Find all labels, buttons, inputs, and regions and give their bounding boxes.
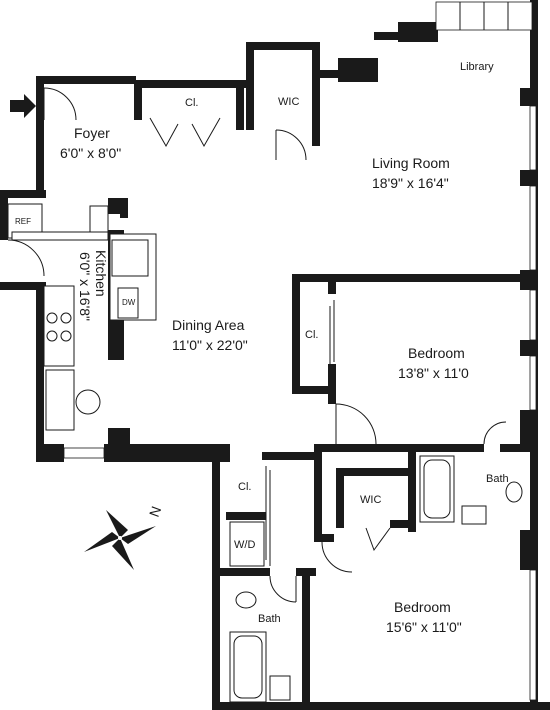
bath-fixtures: [229, 455, 523, 703]
living-room-dims: 18'9" x 16'4": [372, 175, 449, 191]
closet-bedroom1-label: Cl.: [305, 329, 318, 341]
foyer-dims: 6'0" x 8'0": [60, 145, 121, 161]
dining-area-dims: 11'0" x 22'0": [172, 337, 248, 353]
entry-arrow-icon: [10, 94, 36, 118]
bath2-name: Bath: [258, 613, 281, 625]
compass-icon: [84, 510, 156, 570]
wd-label: W/D: [234, 539, 255, 551]
wic-living-label: WIC: [278, 96, 299, 108]
bedroom1-name: Bedroom: [408, 345, 465, 361]
bedroom1-dims: 13'8" x 11'0: [398, 365, 469, 381]
closet-foyer-label: Cl.: [185, 97, 198, 109]
kitchen-dims: 6'0" x 16'8": [77, 252, 93, 321]
kitchen-name: Kitchen: [93, 250, 109, 297]
bath1-name: Bath: [486, 473, 509, 485]
wic-bedroom-label: WIC: [360, 494, 381, 506]
dining-area-name: Dining Area: [172, 317, 245, 333]
dw-label: DW: [122, 298, 136, 307]
library-name: Library: [460, 61, 494, 73]
living-room-name: Living Room: [372, 155, 450, 171]
ref-label: REF: [15, 217, 31, 226]
north-label: N: [146, 504, 164, 519]
doors: [7, 87, 507, 603]
bedroom2-name: Bedroom: [394, 599, 451, 615]
foyer-name: Foyer: [74, 125, 110, 141]
windows: [63, 1, 537, 701]
kitchen-fixtures: [7, 203, 157, 431]
bedroom2-dims: 15'6" x 11'0": [386, 619, 462, 635]
room-labels: Foyer 6'0" x 8'0" Cl. WIC Library Living…: [15, 61, 509, 635]
closet-hall-label: Cl.: [238, 481, 251, 493]
